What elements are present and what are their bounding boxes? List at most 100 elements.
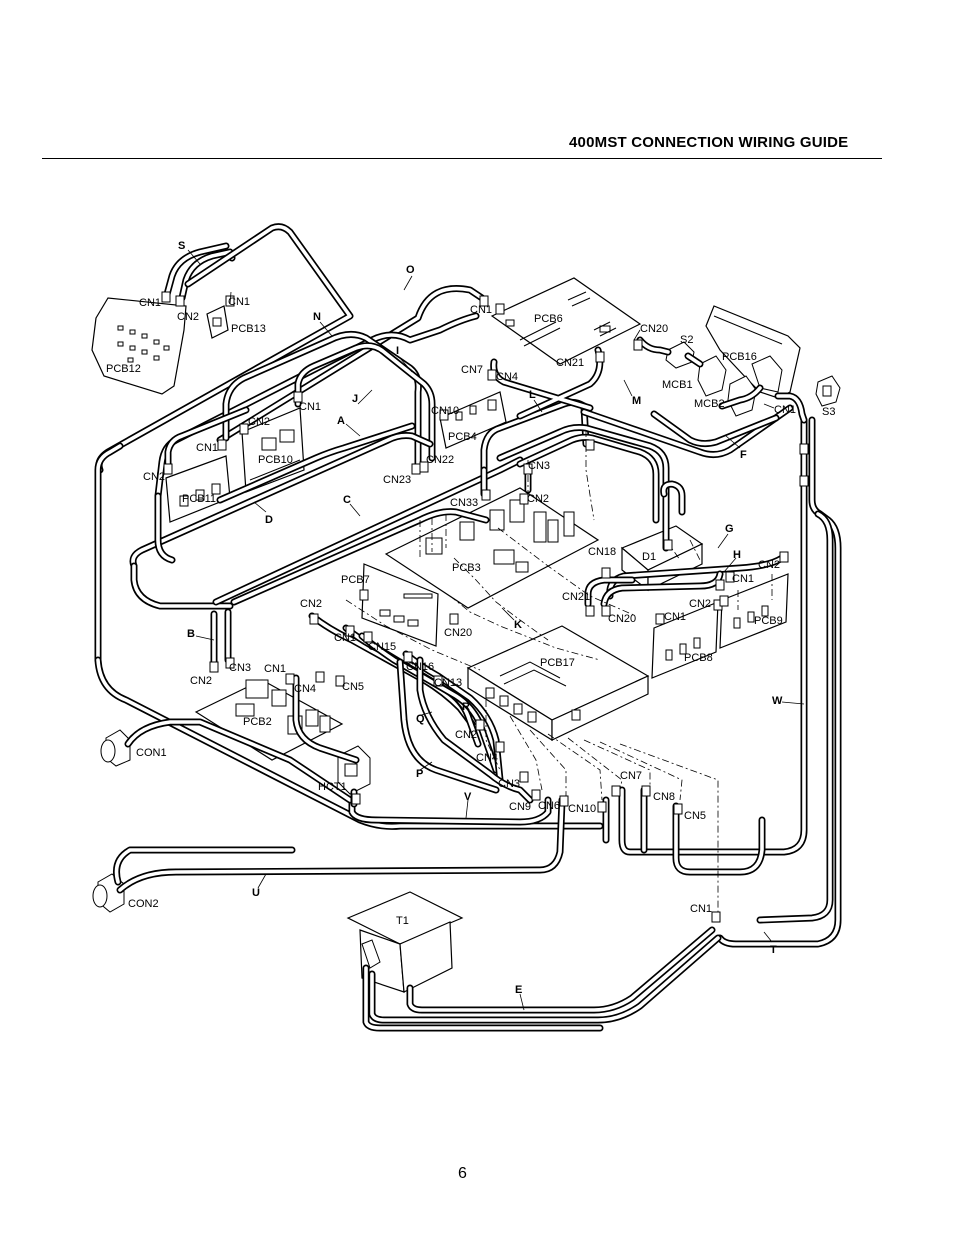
connector-block bbox=[487, 369, 497, 381]
wire-harness-core bbox=[652, 412, 778, 446]
label-cn: CN1 bbox=[299, 401, 321, 413]
connector-block bbox=[285, 673, 295, 685]
wire-harness-core bbox=[718, 418, 840, 946]
page-title: 400MST CONNECTION WIRING GUIDE bbox=[569, 134, 849, 151]
wire-harness bbox=[164, 406, 250, 472]
mcb1-breaker bbox=[697, 355, 727, 397]
label-s3: S3 bbox=[822, 406, 835, 418]
wire-harness-core bbox=[758, 512, 832, 922]
wire-label-b: B bbox=[187, 628, 195, 640]
label-cn: CN9 bbox=[509, 801, 531, 813]
label-con1: CON1 bbox=[136, 747, 167, 759]
wire-harness-core bbox=[498, 425, 668, 550]
t1-transformer bbox=[346, 891, 464, 993]
connector-block bbox=[531, 789, 541, 801]
label-cn: CN1 bbox=[196, 442, 218, 454]
wire-label-o: O bbox=[406, 264, 415, 276]
label-cn: CN2 bbox=[143, 471, 165, 483]
connector-block bbox=[209, 661, 219, 673]
connector-block bbox=[359, 589, 369, 601]
label-mcb2: MCB2 bbox=[694, 398, 725, 410]
connector-block bbox=[161, 291, 171, 303]
label-cn: CN20 bbox=[444, 627, 472, 639]
label-cn: CN13 bbox=[434, 677, 462, 689]
connector-block bbox=[641, 785, 651, 797]
connector-block bbox=[655, 613, 665, 625]
connector-block bbox=[363, 631, 373, 643]
wire-label-l: L bbox=[529, 389, 536, 401]
label-cn: CN2 bbox=[758, 559, 780, 571]
wire-label-e: E bbox=[515, 984, 522, 996]
label-cn: CN1 bbox=[690, 903, 712, 915]
label-cn: CN4 bbox=[476, 752, 498, 764]
label-cn: CN1 bbox=[470, 304, 492, 316]
label-mcb1: MCB1 bbox=[662, 379, 693, 391]
wire-harness-core bbox=[620, 418, 806, 854]
wire-harness-core bbox=[418, 658, 532, 802]
wire-label-a: A bbox=[337, 415, 345, 427]
wire-harness bbox=[716, 416, 842, 948]
label-hct1: HCT1 bbox=[318, 781, 347, 793]
connector-block bbox=[217, 439, 227, 451]
label-cn: CN1 bbox=[664, 611, 686, 623]
pcb9-board bbox=[719, 573, 789, 649]
label-cn: CN8 bbox=[653, 791, 675, 803]
label-pcb6: PCB6 bbox=[534, 313, 563, 325]
wire-harness-core bbox=[156, 494, 174, 562]
connector-block bbox=[293, 391, 303, 403]
wire-label-n: N bbox=[313, 311, 321, 323]
component-name-labels: PCB12 PCB13 PCB6 PCB16 S2 MCB1 MCB2 S3 P… bbox=[106, 313, 835, 927]
pcb17-board bbox=[466, 625, 650, 742]
connector-block bbox=[403, 651, 413, 663]
wire-harness-core bbox=[132, 564, 232, 608]
wire-harness-core bbox=[218, 286, 484, 442]
connector-block bbox=[433, 675, 443, 687]
wire-harness-core bbox=[118, 798, 564, 892]
con1-connector bbox=[100, 729, 131, 767]
connector-block bbox=[309, 613, 319, 625]
label-t1: T1 bbox=[396, 915, 409, 927]
label-cn: CN18 bbox=[588, 546, 616, 558]
connector-block bbox=[595, 351, 605, 363]
wire-harness-core bbox=[232, 509, 488, 604]
connector-block bbox=[673, 803, 683, 815]
wire-label-k: K bbox=[514, 619, 522, 631]
connector-block bbox=[519, 493, 529, 505]
connector-block bbox=[523, 463, 533, 475]
wire-harness-core bbox=[582, 406, 792, 457]
connector-block bbox=[495, 303, 505, 315]
label-cn: CN16 bbox=[406, 661, 434, 673]
wire-harness-core bbox=[166, 408, 248, 470]
wire-label-v: V bbox=[464, 791, 472, 803]
label-pcb10: PCB10 bbox=[258, 454, 293, 466]
connector-block bbox=[411, 463, 421, 475]
label-pcb8: PCB8 bbox=[684, 652, 713, 664]
wire-harness-core bbox=[408, 928, 714, 1012]
wire-harness-core bbox=[296, 343, 434, 460]
label-cn: CN1 bbox=[334, 632, 356, 644]
connector-block bbox=[487, 399, 497, 411]
label-cn: CN2 bbox=[177, 311, 199, 323]
label-pcb12: PCB12 bbox=[106, 363, 141, 375]
label-cn: CN7 bbox=[461, 364, 483, 376]
wire-label-s: S bbox=[178, 240, 185, 252]
label-cn: CN33 bbox=[450, 497, 478, 509]
label-cn: CN4 bbox=[496, 371, 518, 383]
connector-block bbox=[585, 439, 595, 451]
d1-diode-module bbox=[620, 525, 704, 592]
connector-block bbox=[335, 675, 345, 687]
wire-harness-core bbox=[180, 250, 234, 300]
connector-block bbox=[711, 911, 721, 923]
label-pcb17: PCB17 bbox=[540, 657, 575, 669]
label-cn: CN2 bbox=[689, 598, 711, 610]
connector-block bbox=[585, 605, 595, 617]
connector-block bbox=[475, 719, 485, 731]
wire-harness-core bbox=[398, 660, 498, 792]
label-pcb16: PCB16 bbox=[722, 351, 757, 363]
wire-label-f: F bbox=[740, 449, 747, 461]
pcb8-board bbox=[651, 601, 719, 679]
label-cn: CN2 bbox=[527, 493, 549, 505]
wire-harness-core bbox=[364, 966, 602, 1030]
connector-block bbox=[225, 657, 235, 669]
